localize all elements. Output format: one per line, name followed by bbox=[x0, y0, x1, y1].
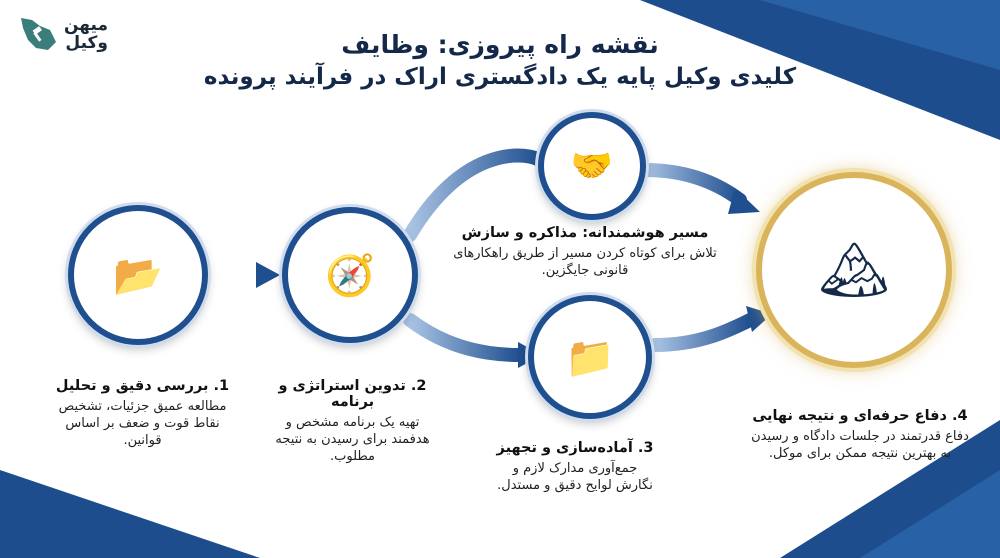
alt-path-title: مسیر هوشمندانه: مذاکره و سازش bbox=[461, 225, 709, 241]
step4-circle: 🏔 bbox=[756, 172, 952, 368]
step3-text: 3. آماده‌سازی و تجهیز جمع‌آوری مدارک لاز… bbox=[495, 440, 655, 494]
step4-title: 4. دفاع حرفه‌ای و نتیجه نهایی bbox=[752, 408, 968, 424]
iran-map-gavel-icon bbox=[21, 18, 56, 50]
alt-path-circle: 🤝 bbox=[538, 112, 646, 220]
folder-magnifier-icon: 📂 bbox=[113, 252, 163, 299]
step1-circle: 📂 bbox=[68, 205, 208, 345]
step2-circle: 🧭 bbox=[282, 207, 418, 343]
flow-arrows bbox=[198, 148, 757, 362]
documents-gavel-icon: 📁 bbox=[565, 334, 615, 381]
step2-title: 2. تدوین استراتژی و برنامه bbox=[278, 378, 427, 410]
page-subtitle: کلیدی وکیل پایه یک دادگستری اراک در فرآی… bbox=[203, 64, 797, 90]
step1-desc: مطالعه عمیق جزئیات، تشخیص نقاط قوت و ضعف… bbox=[58, 399, 227, 448]
compass-blueprint-icon: 🧭 bbox=[325, 252, 375, 299]
step4-desc: دفاع قدرتمند در جلسات دادگاه و رسیدن به … bbox=[751, 429, 969, 461]
step2-text: 2. تدوین استراتژی و برنامه تهیه یک برنام… bbox=[265, 378, 440, 465]
logo-line2: وکیل bbox=[65, 33, 108, 53]
step4-text: 4. دفاع حرفه‌ای و نتیجه نهایی دفاع قدرتم… bbox=[745, 408, 975, 462]
alt-path-text: مسیر هوشمندانه: مذاکره و سازش تلاش برای … bbox=[450, 225, 720, 279]
step3-circle: 📁 bbox=[528, 295, 652, 419]
step2-desc: تهیه یک برنامه مشخص و هدفمند برای رسیدن … bbox=[275, 415, 430, 464]
logo-line1: میهن bbox=[64, 15, 108, 35]
step3-desc: جمع‌آوری مدارک لازم و نگارش لوایح دقیق و… bbox=[497, 461, 653, 493]
alt-path-desc: تلاش برای کوتاه کردن مسیر از طریق راهکار… bbox=[453, 246, 717, 278]
step3-title: 3. آماده‌سازی و تجهیز bbox=[496, 440, 654, 456]
step1-text: 1. بررسی دقیق و تحلیل مطالعه عمیق جزئیات… bbox=[50, 378, 235, 449]
lawyer-podium-mountain-icon: 🏔 bbox=[818, 238, 890, 303]
page-title: نقشه راه پیروزی: وظایف bbox=[341, 30, 659, 59]
handshake-bridge-icon: 🤝 bbox=[570, 146, 614, 186]
step1-title: 1. بررسی دقیق و تحلیل bbox=[55, 378, 230, 394]
